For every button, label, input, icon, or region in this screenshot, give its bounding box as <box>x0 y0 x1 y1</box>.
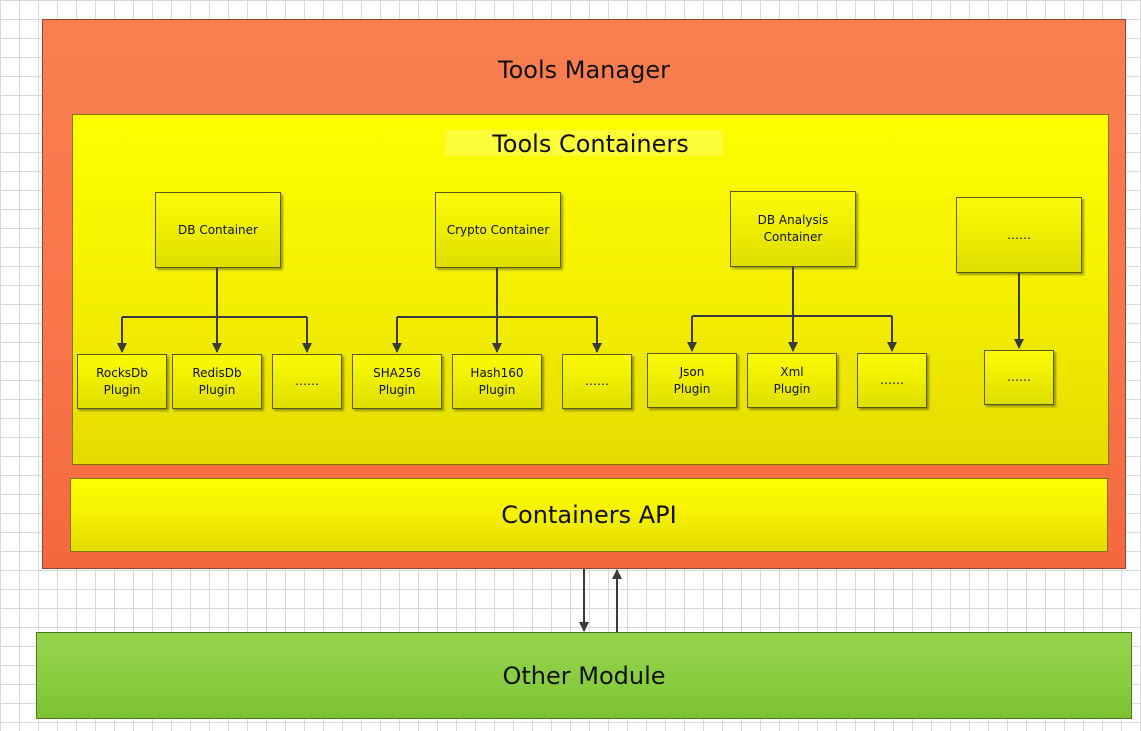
crypto-more-plugin-node: …… <box>562 354 632 409</box>
containers-api-box: Containers API <box>70 478 1108 552</box>
analysis-more-plugin-node: …… <box>857 353 927 408</box>
xml-plugin-node: Xml Plugin <box>747 353 837 408</box>
db-container-node: DB Container <box>155 192 281 268</box>
rocksdb-plugin-node: RocksDb Plugin <box>77 354 167 409</box>
redisdb-plugin-node: RedisDb Plugin <box>172 354 262 409</box>
sha256-plugin-node: SHA256 Plugin <box>352 354 442 409</box>
extra-more-plugin-node: …… <box>984 350 1054 405</box>
hash160-plugin-node: Hash160 Plugin <box>452 354 542 409</box>
db-analysis-container-node: DB Analysis Container <box>730 191 856 267</box>
other-module-box: Other Module <box>36 632 1132 719</box>
crypto-container-node: Crypto Container <box>435 192 561 268</box>
tools-containers-title: Tools Containers <box>492 130 689 158</box>
tools-manager-title: Tools Manager <box>498 56 670 84</box>
tools-containers-title-highlight <box>445 130 723 156</box>
json-plugin-node: Json Plugin <box>647 353 737 408</box>
db-more-plugin-node: …… <box>272 354 342 409</box>
more-container-node: …… <box>956 197 1082 273</box>
